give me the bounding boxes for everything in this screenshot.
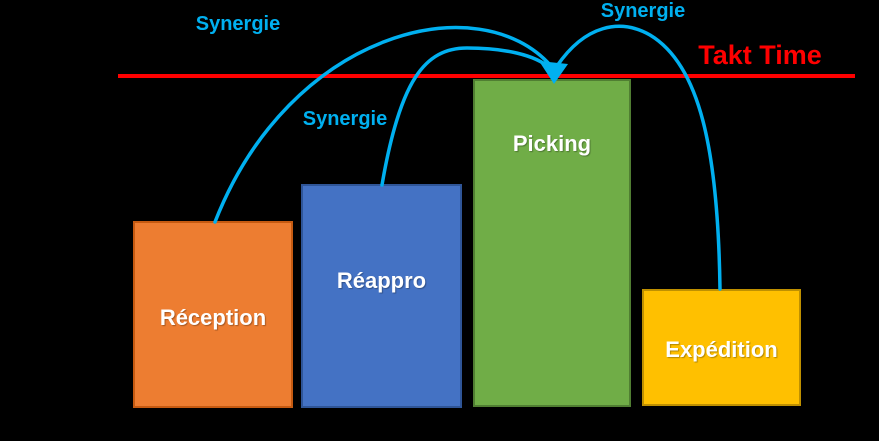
bar-reception-label: Réception: [159, 305, 267, 330]
bar-expedition-label: Expédition: [665, 337, 778, 362]
takt-time-line: [118, 74, 855, 78]
takt-time-label: Takt Time: [698, 40, 822, 70]
synergie-label-1: Synergie: [195, 13, 281, 35]
bar-reappro-label: Réappro: [336, 268, 427, 293]
bar-reappro: Réappro: [301, 184, 462, 408]
bar-reception: Réception: [133, 221, 293, 408]
synergie-label-2: Synergie: [302, 108, 388, 130]
bar-picking: Picking: [473, 79, 631, 407]
bar-expedition: Expédition: [642, 289, 801, 406]
synergie-label-3: Synergie: [600, 0, 686, 22]
bar-picking-label: Picking: [512, 131, 592, 156]
